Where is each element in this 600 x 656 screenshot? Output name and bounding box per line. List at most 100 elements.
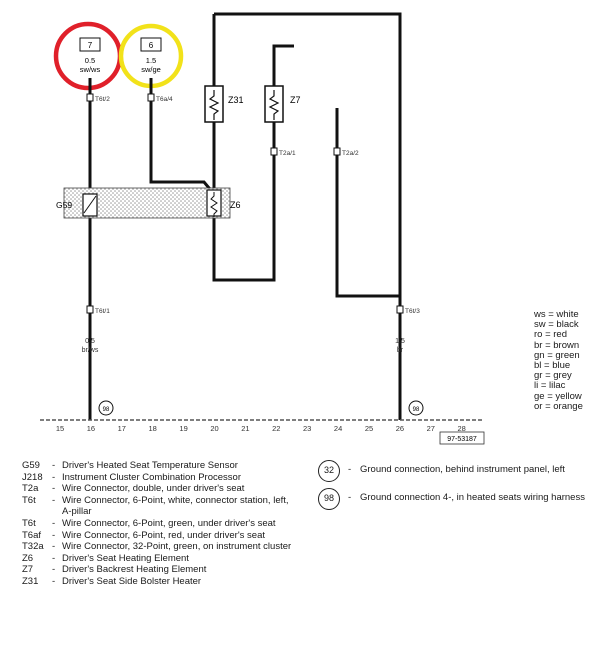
ground-number-circle: 98: [318, 488, 340, 510]
g59-label: G59: [56, 200, 72, 210]
legend-dash: -: [52, 494, 56, 506]
color-key-entry: or = orange: [534, 400, 583, 412]
scale-number: 24: [334, 424, 342, 433]
left-wire-color: br/ws: [82, 347, 99, 354]
color-key-entry: ro = red: [534, 329, 568, 341]
legend-row: T2a -Wire Connector, double, under driver…: [22, 483, 292, 495]
z7-label: Z7: [290, 95, 301, 105]
scale-number: 25: [365, 424, 373, 433]
color-key-entry: gr = grey: [534, 370, 572, 382]
wire-harness: [88, 12, 402, 420]
z6-element: Z6: [206, 189, 241, 217]
scale-number: 19: [179, 424, 187, 433]
ground-legend-row: 32-Ground connection, behind instrument …: [318, 460, 598, 482]
z7-element: Z7: [264, 85, 301, 123]
color-key-entry: ws = white: [534, 309, 579, 320]
wiring-diagram: 7 0.5 sw/ws 6 1.5 sw/ge Z31 Z7 G59: [40, 12, 485, 445]
terminal-6-wire-color: sw/ge: [141, 65, 161, 74]
legend-dash: -: [52, 517, 56, 529]
legend-description: Driver's Heated Seat Temperature Sensor: [62, 460, 238, 471]
connector-t2a2: T2a/2: [342, 150, 359, 157]
ground-dash: -: [348, 464, 352, 475]
terminal-7-wire-size: 0.5: [85, 56, 95, 65]
scale-number: 27: [427, 424, 435, 433]
color-key-entry: gn = green: [534, 349, 580, 361]
scale-number: 17: [118, 424, 126, 433]
terminal-7-number: 7: [88, 41, 93, 50]
scale-number: 15: [56, 424, 64, 433]
color-key-entry: bl = blue: [534, 360, 571, 372]
legend-code: G59: [22, 460, 40, 471]
legend-row: J218-Instrument Cluster Combination Proc…: [22, 472, 292, 484]
legend-dash: -: [52, 460, 56, 471]
legend-code: Z7: [22, 564, 34, 576]
scale-number: 18: [149, 424, 157, 433]
connector-t6a4: T6a/4: [156, 96, 173, 103]
connector-t6t3: T6t/3: [405, 308, 420, 315]
ground-legend-row: 98-Ground connection 4-, in heated seats…: [318, 488, 598, 510]
legend-row: T6t -Wire Connector, 6-Point, green, unde…: [22, 518, 292, 530]
right-wire-color: br: [397, 347, 404, 354]
terminal-7-wire-color: sw/ws: [80, 65, 101, 74]
legend-dash: -: [52, 483, 56, 495]
legend-row: T6af-Wire Connector, 6-Point, red, under…: [22, 530, 292, 542]
ground-marker-right: 98: [408, 400, 424, 416]
scale-number: 23: [303, 424, 311, 433]
legend-row: G59 -Driver's Heated Seat Temperature Sen…: [22, 460, 292, 472]
legend-dash: -: [52, 471, 56, 483]
ground-legend: 32-Ground connection, behind instrument …: [318, 460, 598, 516]
terminal-6-wire-size: 1.5: [146, 56, 156, 65]
terminal-6-number: 6: [149, 41, 154, 50]
ground-marker-left-number: 98: [103, 407, 110, 413]
legend-row: Z6-Driver's Seat Heating Element: [22, 553, 292, 565]
legend-code: Z6: [22, 552, 34, 564]
legend-dash: -: [52, 575, 56, 587]
legend-code: T6t: [22, 517, 36, 529]
legend-description: Driver's Seat Heating Element: [62, 552, 189, 564]
color-key-entry: li = lilac: [534, 380, 566, 392]
scale-number: 28: [458, 424, 466, 433]
legend-description: Driver's Seat Side Bolster Heater: [62, 575, 202, 587]
left-wire-size: 0.5: [85, 338, 95, 345]
legend-description: Wire Connector, 6-Point, white, connecto…: [62, 494, 289, 518]
ground-number-circle: 32: [318, 460, 340, 482]
g59-sensor: G59: [56, 193, 98, 217]
terminal-7: 7 0.5 sw/ws: [79, 37, 101, 74]
connector-labels: T6t/2 T6a/4 T2a/1 T2a/2 T6t/1 T6t/3: [95, 96, 420, 315]
z31-label: Z31: [228, 95, 244, 105]
color-key-entry: sw = black: [534, 319, 579, 331]
legend-code: T6af: [22, 529, 42, 541]
component-legend: G59-Driver's Heated Seat Temperature Sen…: [22, 460, 292, 588]
scale-number: 16: [87, 424, 95, 433]
z6-label: Z6: [230, 200, 241, 210]
legend-code: T2a: [22, 483, 39, 495]
diagram-id: 97-53187: [447, 436, 477, 443]
scale-number: 20: [210, 424, 218, 433]
legend-code: T32a: [22, 541, 44, 553]
terminal-6: 6 1.5 sw/ge: [140, 37, 162, 74]
color-key-entry: br = brown: [534, 339, 580, 351]
ground-marker-left: 98: [98, 400, 114, 416]
legend-code: Z31: [22, 575, 39, 587]
legend-description: Wire Connector, double, under driver's s…: [62, 483, 245, 495]
legend-description: Wire Connector, 32-Point, green, on inst…: [62, 541, 292, 553]
legend-code: T6t: [22, 494, 36, 506]
legend-description: Instrument Cluster Combination Processor: [62, 471, 241, 483]
diagram-id-box: 97-53187: [439, 431, 485, 445]
wire-labels: 0.5 br/ws 1.5 br: [82, 338, 405, 354]
ground-description: Ground connection 4-, in heated seats wi…: [360, 492, 585, 503]
legend-row: Z31 -Driver's Seat Side Bolster Heater: [22, 576, 292, 588]
legend-description: Wire Connector, 6-Point, red, under driv…: [62, 529, 265, 541]
scale-number: 22: [272, 424, 280, 433]
z31-element: Z31: [204, 85, 244, 123]
legend-description: Wire Connector, 6-Point, green, under dr…: [62, 517, 276, 529]
connector-t6t2: T6t/2: [95, 96, 110, 103]
color-key-entry: ge = yellow: [534, 390, 582, 402]
connector-t6t1: T6t/1: [95, 308, 110, 315]
legend-row: Z7-Driver's Backrest Heating Element: [22, 564, 292, 576]
legend-description: Driver's Backrest Heating Element: [62, 564, 207, 576]
ground-marker-right-number: 98: [413, 407, 420, 413]
connector-pins: [86, 93, 404, 314]
